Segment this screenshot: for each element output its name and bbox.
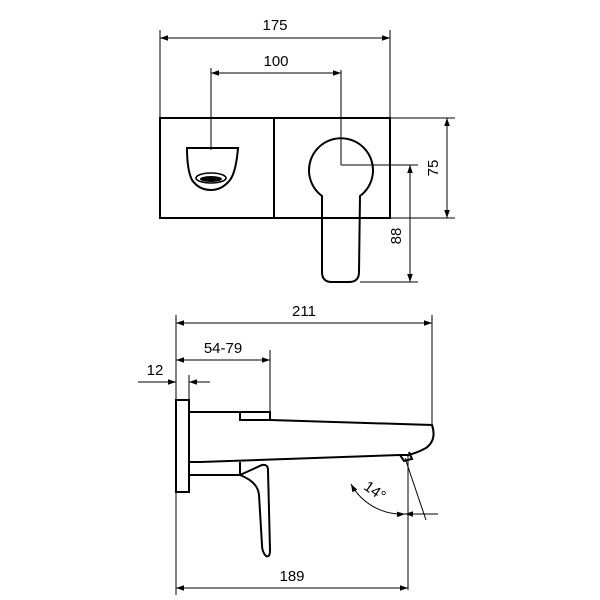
dim-12-label: 12 [147, 362, 164, 379]
front-view: 175 100 75 88 [159, 17, 455, 283]
spout-outlet-shape [185, 147, 240, 192]
angle-arc [350, 483, 406, 518]
spout-aerator [195, 172, 227, 184]
wall-plate-profile [175, 399, 190, 493]
dim-211-label: 211 [292, 303, 316, 320]
angle-ray [404, 457, 427, 521]
spout-top-step [189, 411, 271, 421]
spout-aerator-mesh [200, 176, 222, 182]
dim-175-label: 175 [262, 17, 287, 34]
spout-body [189, 419, 435, 463]
lever-profile [237, 463, 272, 558]
dim-75-label: 75 [425, 160, 442, 177]
dim-189-label: 189 [279, 568, 304, 585]
dim-100-label: 100 [263, 53, 288, 70]
dim-88-label: 88 [388, 228, 405, 245]
dim-54-79-label: 54-79 [204, 340, 242, 357]
lever-handle [308, 137, 374, 283]
side-view: 211 54-79 12 189 14° [138, 303, 438, 595]
